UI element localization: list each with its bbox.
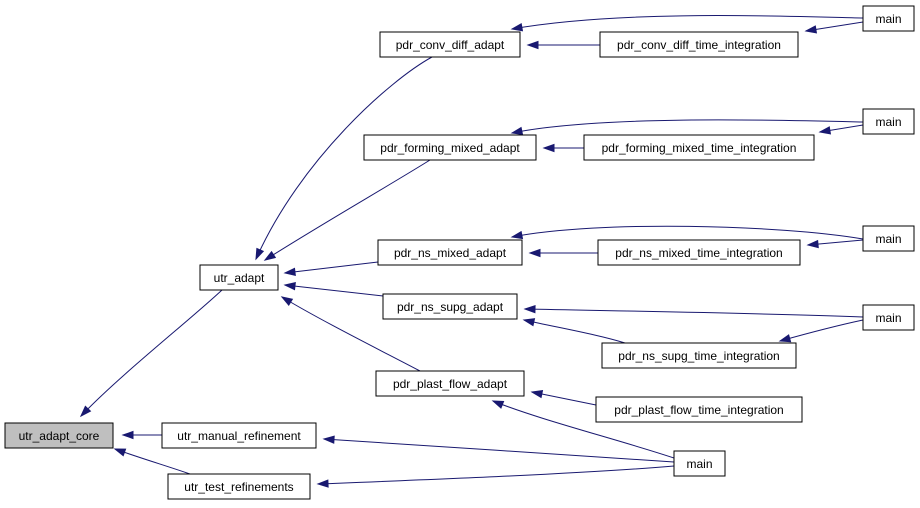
- node-pdr-ns-supg-adapt[interactable]: pdr_ns_supg_adapt: [382, 293, 518, 320]
- edge-pdr-ns-supg-time-integration-to-pdr-ns-supg-adapt: [523, 319, 626, 344]
- node-pdr-forming-mixed-adapt[interactable]: pdr_forming_mixed_adapt: [363, 134, 537, 161]
- node-utr-adapt[interactable]: utr_adapt: [199, 264, 279, 291]
- edge-main-5-to-pdr-plast-flow-adapt: [492, 400, 675, 459]
- edge-main-1-to-pdr-conv-diff-adapt: [511, 15, 864, 30]
- node-label: utr_test_refinements: [184, 480, 293, 494]
- edge-utr-test-refinements-to-utr-adapt-core: [114, 448, 191, 475]
- arrowhead-icon: [263, 250, 277, 261]
- arrowhead-icon: [121, 430, 134, 440]
- edge-utr-adapt-to-utr-adapt-core: [80, 289, 223, 417]
- edge-pdr-ns-supg-adapt-to-utr-adapt: [284, 284, 384, 297]
- arrowhead-icon: [283, 267, 296, 276]
- node-label: pdr_conv_diff_time_integration: [617, 38, 781, 52]
- arrowhead-icon: [523, 305, 536, 314]
- node-pdr-forming-mixed-time-integration[interactable]: pdr_forming_mixed_time_integration: [583, 134, 815, 161]
- arrowhead-icon: [510, 126, 524, 136]
- node-label: main: [875, 12, 901, 26]
- node-label: utr_adapt_core: [19, 429, 100, 443]
- edge-main-4-to-pdr-ns-supg-time-integration: [779, 319, 864, 342]
- edges-layer: [79, 15, 864, 488]
- edge-main-5-to-utr-test-refinements: [317, 465, 675, 485]
- arrowhead-icon: [778, 334, 792, 343]
- node-main[interactable]: main: [862, 225, 915, 252]
- edge-pdr-forming-mixed-adapt-to-utr-adapt: [264, 159, 431, 261]
- edge-pdr-plast-flow-time-integration-to-pdr-plast-flow-adapt: [531, 391, 597, 406]
- node-main[interactable]: main: [862, 108, 915, 135]
- arrowhead-icon: [530, 389, 544, 399]
- node-main[interactable]: main: [862, 5, 915, 32]
- edge-main-5-to-utr-manual-refinement: [323, 438, 675, 463]
- node-pdr-ns-mixed-adapt[interactable]: pdr_ns_mixed_adapt: [377, 239, 523, 266]
- arrowhead-icon: [522, 318, 536, 327]
- edge-pdr-plast-flow-adapt-to-utr-adapt: [281, 296, 421, 372]
- edge-main-4-to-pdr-ns-supg-adapt: [524, 308, 864, 318]
- arrowhead-icon: [113, 448, 127, 457]
- arrowhead-icon: [322, 435, 335, 444]
- node-label: pdr_ns_supg_adapt: [397, 300, 504, 314]
- edge-main-3-to-pdr-ns-mixed-adapt: [511, 225, 864, 240]
- node-label: pdr_ns_mixed_time_integration: [615, 246, 782, 260]
- node-label: main: [875, 232, 901, 246]
- edge-pdr-conv-diff-adapt-to-utr-adapt: [255, 56, 433, 260]
- edge-pdr-ns-mixed-adapt-to-utr-adapt: [284, 261, 379, 274]
- node-pdr-conv-diff-adapt[interactable]: pdr_conv_diff_adapt: [379, 31, 521, 58]
- node-label: main: [686, 457, 712, 471]
- node-label: pdr_ns_supg_time_integration: [618, 349, 779, 363]
- node-label: pdr_plast_flow_adapt: [393, 377, 508, 391]
- arrowhead-icon: [806, 239, 819, 249]
- node-pdr-ns-mixed-time-integration[interactable]: pdr_ns_mixed_time_integration: [597, 239, 801, 266]
- node-main[interactable]: main: [673, 450, 726, 477]
- node-label: pdr_forming_mixed_adapt: [380, 141, 520, 155]
- node-main[interactable]: main: [862, 304, 915, 331]
- arrowhead-icon: [280, 296, 294, 307]
- node-pdr-plast-flow-adapt[interactable]: pdr_plast_flow_adapt: [375, 370, 525, 397]
- arrowhead-icon: [316, 479, 329, 488]
- edge-main-2-to-pdr-forming-mixed-adapt: [511, 119, 864, 134]
- node-pdr-conv-diff-time-integration[interactable]: pdr_conv_diff_time_integration: [599, 31, 799, 58]
- node-label: pdr_ns_mixed_adapt: [394, 246, 507, 260]
- arrowhead-icon: [818, 126, 832, 135]
- arrowhead-icon: [804, 25, 818, 34]
- arrowhead-icon: [79, 405, 92, 418]
- arrowhead-icon: [526, 40, 539, 50]
- arrowhead-icon: [528, 248, 541, 258]
- node-pdr-ns-supg-time-integration[interactable]: pdr_ns_supg_time_integration: [601, 342, 797, 369]
- node-label: main: [875, 115, 901, 129]
- node-utr-adapt-core[interactable]: utr_adapt_core: [4, 422, 114, 449]
- node-pdr-plast-flow-time-integration[interactable]: pdr_plast_flow_time_integration: [595, 396, 803, 423]
- node-label: utr_adapt: [214, 271, 265, 285]
- arrowhead-icon: [542, 143, 555, 153]
- node-label: main: [875, 311, 901, 325]
- arrowhead-icon: [491, 400, 505, 409]
- arrowhead-icon: [510, 230, 524, 240]
- node-utr-test-refinements[interactable]: utr_test_refinements: [167, 473, 311, 500]
- node-utr-manual-refinement[interactable]: utr_manual_refinement: [161, 422, 317, 449]
- node-label: pdr_plast_flow_time_integration: [614, 403, 783, 417]
- arrowhead-icon: [283, 281, 296, 291]
- node-label: utr_manual_refinement: [177, 429, 301, 443]
- node-label: pdr_forming_mixed_time_integration: [602, 141, 797, 155]
- arrowhead-icon: [510, 23, 524, 32]
- node-label: pdr_conv_diff_adapt: [396, 38, 505, 52]
- arrowhead-icon: [255, 247, 265, 261]
